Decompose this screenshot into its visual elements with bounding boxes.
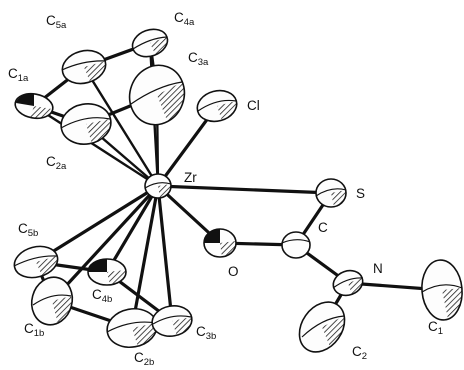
label-c4a: C4a <box>174 10 195 28</box>
label-c3a: C3a <box>188 50 209 68</box>
atom-o <box>203 228 237 258</box>
atom-c5a <box>61 49 107 85</box>
label-c1: C1 <box>428 319 443 337</box>
label-c5a: C5a <box>46 13 67 31</box>
atom-cl <box>196 89 238 123</box>
label-cl: Cl <box>247 98 260 113</box>
atom-c2 <box>298 301 347 353</box>
label-s: S <box>356 186 365 201</box>
atom-c1a <box>14 92 54 120</box>
label-c1a: C1a <box>8 66 29 84</box>
atom-c4a <box>131 28 169 58</box>
bonds <box>32 41 444 330</box>
atom-c1 <box>421 259 463 321</box>
atom-c <box>281 231 311 259</box>
label-c: C <box>318 220 328 235</box>
atom-c3b <box>151 305 193 337</box>
atom-c3a <box>128 64 186 126</box>
atom-c2b <box>106 307 158 349</box>
label-c2b: C2b <box>134 350 154 368</box>
label-n: N <box>373 261 383 276</box>
atom-c2a <box>60 103 112 145</box>
atom-zr <box>144 173 172 199</box>
label-c3b: C3b <box>196 324 216 342</box>
label-c5b: C5b <box>18 221 38 239</box>
atom-c1b <box>30 276 74 326</box>
label-c1b: C1b <box>24 321 44 339</box>
atom-c4b <box>87 258 127 286</box>
label-c2a: C2a <box>46 154 67 172</box>
atom-labels: C5a C4a C3a C1a C2a Cl Zr S C O N C5b C4… <box>8 10 443 368</box>
atom-s <box>315 178 347 208</box>
label-c4b: C4b <box>92 287 112 305</box>
atom-c5b <box>13 245 59 279</box>
label-o: O <box>228 264 239 279</box>
atom-n <box>332 269 364 297</box>
label-zr: Zr <box>184 170 197 185</box>
label-c2: C2 <box>352 344 367 362</box>
